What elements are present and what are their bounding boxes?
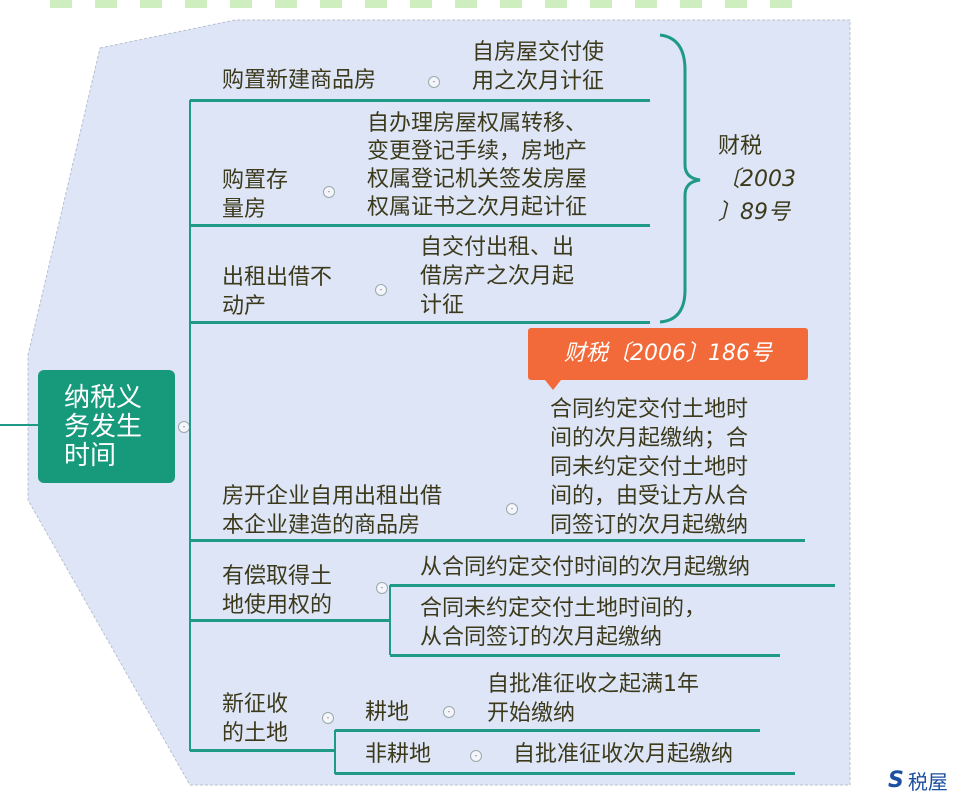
divider <box>190 224 650 227</box>
collapse-toggle[interactable]: - <box>506 503 518 515</box>
collapse-toggle[interactable]: - <box>375 284 387 296</box>
divider <box>335 729 760 732</box>
collapse-toggle[interactable]: - <box>443 706 455 718</box>
label-line: 购置存 <box>222 168 289 193</box>
detail-line: 用之次月计征 <box>472 69 605 94</box>
detail-line: 自交付出租、出 <box>420 235 575 260</box>
curly-brace <box>659 33 701 324</box>
branch-detail: 合同约定交付土地时间的次月起缴纳；合同未约定交付土地时间的，由受让方从合同签订的… <box>550 395 748 540</box>
detail-line: 合同未约定交付土地时间的， <box>420 596 707 621</box>
top-decoration <box>50 0 810 8</box>
detail-line: 自批准征收之起满1年 <box>487 672 699 697</box>
label-line: 动产 <box>222 294 267 319</box>
note-line: 财税 <box>718 134 763 159</box>
sub-spine <box>334 730 336 774</box>
label-line: 本企业建造的商品房 <box>222 513 421 538</box>
detail-line: 权属证书之次月起计征 <box>367 195 588 220</box>
collapse-toggle[interactable]: - <box>376 582 388 594</box>
collapse-toggle[interactable]: - <box>323 186 335 198</box>
branch-detail: 自批准征收之起满1年开始缴纳 <box>487 670 699 728</box>
detail-line: 自办理房屋权属转移、 <box>367 111 588 136</box>
watermark-text: 税屋 <box>907 770 948 794</box>
root-node[interactable]: 纳税义 务发生 时间 <box>38 370 175 483</box>
detail-line: 同未约定交付土地时 <box>550 455 749 480</box>
collapse-toggle[interactable]: - <box>470 750 482 762</box>
divider <box>390 584 835 587</box>
detail-line: 计征 <box>420 293 465 318</box>
detail-line: 间的，由受让方从合 <box>550 484 749 509</box>
label-line: 有偿取得土 <box>222 564 333 589</box>
divider <box>335 772 795 775</box>
sub-spine <box>389 585 391 655</box>
divider <box>190 99 650 102</box>
logo-icon: S <box>888 768 904 793</box>
note-line: 〕89号 <box>718 200 790 225</box>
collapse-toggle[interactable]: - <box>428 76 440 88</box>
branch-label[interactable]: 出租出借不动产 <box>222 263 332 321</box>
label-line: 地使用权的 <box>222 593 333 618</box>
callout-label: 财税〔2006〕186号 <box>528 328 808 380</box>
callout-text: 财税〔2006〕186号 <box>564 341 772 366</box>
callout-pointer <box>545 380 561 390</box>
divider <box>190 749 335 752</box>
label-line: 房开企业自用出租出借 <box>222 484 443 509</box>
detail-line: 权属登记机关签发房屋 <box>367 167 588 192</box>
collapse-toggle[interactable]: - <box>322 712 334 724</box>
divider <box>390 654 780 657</box>
brace-note: 财税〔2003 〕89号 <box>718 130 796 229</box>
sub-label[interactable]: 非耕地 <box>365 742 432 767</box>
spine <box>189 100 191 751</box>
detail-line: 借房产之次月起 <box>420 264 575 289</box>
detail-line: 合同约定交付土地时 <box>550 397 749 422</box>
label-line: 的土地 <box>222 721 289 746</box>
sub-label[interactable]: 耕地 <box>365 700 410 725</box>
branch-label[interactable]: 购置存量房 <box>222 166 288 224</box>
watermark: S 税屋 <box>888 766 948 795</box>
branch-detail: 从合同约定交付时间的次月起缴纳 <box>420 555 751 580</box>
branch-detail: 自交付出租、出借房产之次月起计征 <box>420 233 574 320</box>
root-line: 纳税义 <box>64 383 143 413</box>
detail-line: 变更登记手续，房地产 <box>367 139 588 164</box>
branch-label[interactable]: 购置新建商品房 <box>222 68 377 93</box>
label-line: 量房 <box>222 197 267 222</box>
label-line: 新征收 <box>222 692 289 717</box>
divider <box>190 539 805 542</box>
divider <box>190 619 390 622</box>
branch-label[interactable]: 有偿取得土地使用权的 <box>222 562 332 620</box>
branch-label[interactable]: 房开企业自用出租出借本企业建造的商品房 <box>222 482 442 540</box>
branch-detail: 自办理房屋权属转移、变更登记手续，房地产权属登记机关签发房屋权属证书之次月起计征 <box>367 110 587 222</box>
detail-line: 开始缴纳 <box>487 701 576 726</box>
divider <box>190 321 650 324</box>
branch-detail: 自批准征收次月起缴纳 <box>513 742 734 767</box>
branch-detail: 自房屋交付使用之次月计征 <box>472 38 604 96</box>
detail-line: 从合同签订的次月起缴纳 <box>420 625 663 650</box>
branch-detail: 合同未约定交付土地时间的， 从合同签订的次月起缴纳 <box>420 594 706 652</box>
detail-line: 同签订的次月起缴纳 <box>550 513 749 538</box>
note-line: 〔2003 <box>718 167 796 192</box>
detail-line: 自房屋交付使 <box>472 40 605 65</box>
root-line: 务发生 <box>64 412 143 442</box>
label-line: 出租出借不 <box>222 265 333 290</box>
root-line: 时间 <box>64 441 117 471</box>
branch-label[interactable]: 新征收的土地 <box>222 690 288 748</box>
detail-line: 间的次月起缴纳；合 <box>550 426 749 451</box>
